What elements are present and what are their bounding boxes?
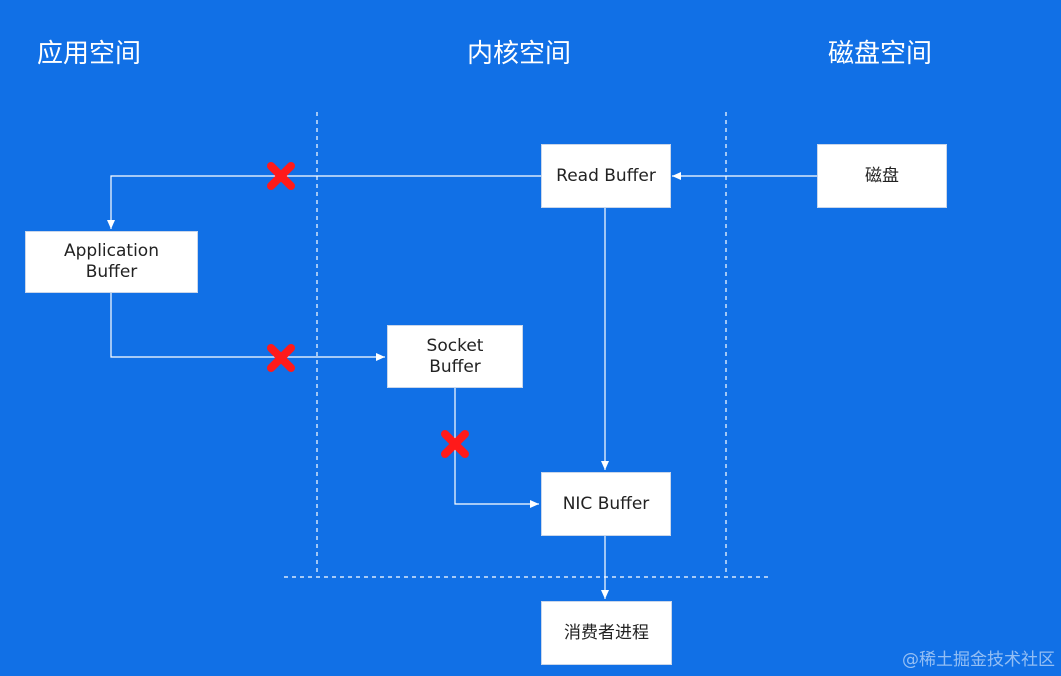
- read-buffer-label: Read Buffer: [556, 165, 656, 186]
- application-buffer-box: Application Buffer: [25, 231, 198, 293]
- blocked-x-icon: [267, 344, 295, 372]
- application-buffer-label: Application Buffer: [64, 241, 159, 282]
- disk-box: 磁盘: [817, 144, 947, 208]
- disk-space-title: 磁盘空间: [828, 39, 933, 69]
- read-buffer-box: Read Buffer: [541, 144, 671, 208]
- consumer-process-label: 消费者进程: [564, 622, 649, 643]
- socket-buffer-box: Socket Buffer: [387, 325, 523, 388]
- arrow-socket-buffer-to-nic-buffer: [454, 388, 539, 508]
- disk-label: 磁盘: [865, 165, 899, 186]
- blocked-x-icon: [441, 430, 469, 458]
- kernel-space-title: 内核空间: [467, 39, 572, 69]
- arrow-application-buffer-to-socket-buffer: [110, 293, 385, 361]
- arrow-read-buffer-to-application-buffer: [107, 175, 541, 229]
- socket-buffer-label: Socket Buffer: [426, 335, 484, 377]
- nic-buffer-box: NIC Buffer: [541, 472, 671, 536]
- consumer-process-box: 消费者进程: [541, 601, 672, 665]
- nic-buffer-label: NIC Buffer: [562, 493, 650, 514]
- app-space-title: 应用空间: [37, 39, 142, 69]
- watermark: @稀土掘金技术社区: [902, 650, 1055, 670]
- blocked-x-icon: [267, 162, 295, 190]
